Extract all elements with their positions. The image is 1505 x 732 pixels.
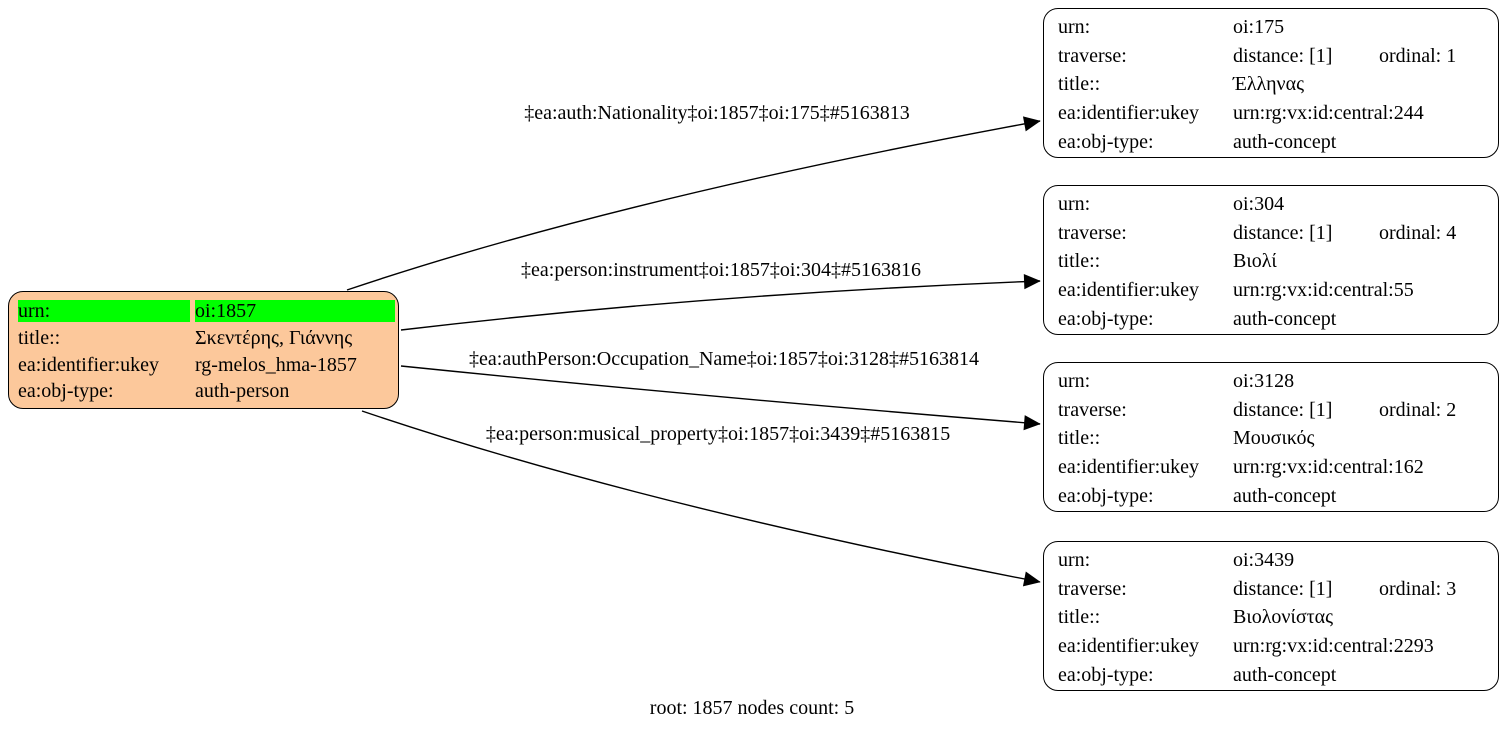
node-row: ea:identifier:ukey urn:rg:vx:id:central:… (1058, 99, 1492, 128)
node-row: title:: Σκεντέρης, Γιάννης (18, 325, 395, 352)
node-row: ea:identifier:ukey urn:rg:vx:id:central:… (1058, 453, 1492, 482)
field-label-urn: urn: (1058, 549, 1091, 572)
obj-type-value: auth-person (195, 380, 290, 403)
node-oi304[interactable]: urn: oi:304 traverse: distance: [1] ordi… (1043, 185, 1499, 335)
node-row: urn: oi:1857 (18, 298, 395, 325)
identifier-value: urn:rg:vx:id:central:2293 (1233, 635, 1434, 658)
distance-value: distance: [1] (1233, 398, 1333, 421)
edge-label-occupation: ‡ea:authPerson:Occupation_Name‡oi:1857‡o… (469, 348, 979, 370)
node-row: urn: oi:3439 (1058, 546, 1492, 575)
title-value: Μουσικός (1233, 427, 1315, 450)
node-row: traverse: distance: [1] ordinal: 2 (1058, 396, 1492, 425)
node-oi3128[interactable]: urn: oi:3128 traverse: distance: [1] ord… (1043, 362, 1499, 512)
node-row: urn: oi:304 (1058, 190, 1492, 219)
ordinal-value: ordinal: 4 (1379, 221, 1457, 244)
edge-musical-property (361, 410, 1041, 587)
root-node-oi1857[interactable]: urn: oi:1857 title:: Σκεντέρης, Γιάννης … (8, 291, 399, 409)
field-label-identifier: ea:identifier:ukey (18, 353, 160, 376)
node-row: ea:identifier:ukey urn:rg:vx:id:central:… (1058, 276, 1492, 305)
field-label-title: title:: (1058, 250, 1101, 273)
node-row: urn: oi:3128 (1058, 367, 1492, 396)
urn-value: oi:1857 (195, 300, 395, 323)
urn-value: oi:3439 (1233, 549, 1295, 572)
title-value: Σκεντέρης, Γιάννης (195, 327, 353, 350)
field-label-urn: urn: (1058, 193, 1091, 216)
node-row: ea:obj-type: auth-concept (1058, 660, 1492, 689)
node-row: traverse: distance: [1] ordinal: 3 (1058, 575, 1492, 604)
ordinal-value: ordinal: 2 (1379, 398, 1457, 421)
field-label-identifier: ea:identifier:ukey (1058, 635, 1200, 658)
obj-type-value: auth-concept (1233, 307, 1337, 330)
node-row: title:: Βιολί (1058, 247, 1492, 276)
identifier-value: urn:rg:vx:id:central:162 (1233, 456, 1424, 479)
field-label-obj-type: ea:obj-type: (1058, 484, 1154, 507)
node-row: ea:obj-type: auth-concept (1058, 127, 1492, 156)
field-label-identifier: ea:identifier:ukey (1058, 456, 1200, 479)
obj-type-value: auth-concept (1233, 130, 1337, 153)
urn-value: oi:175 (1233, 16, 1285, 39)
field-label-title: title:: (18, 327, 61, 350)
field-label-urn: urn: (18, 300, 190, 323)
field-label-traverse: traverse: (1058, 44, 1127, 67)
node-row: traverse: distance: [1] ordinal: 4 (1058, 219, 1492, 248)
edge-label-musical-property: ‡ea:person:musical_property‡oi:1857‡oi:3… (485, 423, 951, 445)
distance-value: distance: [1] (1233, 221, 1333, 244)
edge-label-nationality: ‡ea:auth:Nationality‡oi:1857‡oi:175‡#516… (524, 102, 910, 124)
ordinal-value: ordinal: 3 (1379, 577, 1457, 600)
distance-value: distance: [1] (1233, 577, 1333, 600)
field-label-obj-type: ea:obj-type: (1058, 307, 1154, 330)
field-label-obj-type: ea:obj-type: (1058, 663, 1154, 686)
field-label-title: title:: (1058, 427, 1101, 450)
distance-value: distance: [1] (1233, 44, 1333, 67)
node-oi3439[interactable]: urn: oi:3439 traverse: distance: [1] ord… (1043, 541, 1499, 691)
field-label-traverse: traverse: (1058, 398, 1127, 421)
field-label-traverse: traverse: (1058, 577, 1127, 600)
node-row: traverse: distance: [1] ordinal: 1 (1058, 42, 1492, 71)
node-row: title:: Βιολονίστας (1058, 603, 1492, 632)
obj-type-value: auth-concept (1233, 663, 1337, 686)
field-label-urn: urn: (1058, 370, 1091, 393)
field-label-obj-type: ea:obj-type: (1058, 130, 1154, 153)
field-label-identifier: ea:identifier:ukey (1058, 102, 1200, 125)
field-label-urn: urn: (1058, 16, 1091, 39)
edge-occupation (400, 365, 1041, 431)
ordinal-value: ordinal: 1 (1379, 44, 1457, 67)
obj-type-value: auth-concept (1233, 484, 1337, 507)
identifier-value: urn:rg:vx:id:central:55 (1233, 279, 1414, 302)
field-label-identifier: ea:identifier:ukey (1058, 279, 1200, 302)
graph-caption: root: 1857 nodes count: 5 (649, 697, 855, 719)
field-label-title: title:: (1058, 606, 1101, 629)
identifier-value: urn:rg:vx:id:central:244 (1233, 102, 1424, 125)
node-row: urn: oi:175 (1058, 13, 1492, 42)
field-label-obj-type: ea:obj-type: (18, 380, 114, 403)
node-row: ea:obj-type: auth-person (18, 378, 395, 405)
urn-value: oi:3128 (1233, 370, 1295, 393)
node-row: ea:identifier:ukey rg-melos_hma-1857 (18, 351, 395, 378)
node-oi175[interactable]: urn: oi:175 traverse: distance: [1] ordi… (1043, 8, 1499, 158)
node-row: title:: Μουσικός (1058, 424, 1492, 453)
edge-nationality (346, 116, 1041, 291)
node-row: title:: Έλληνας (1058, 70, 1492, 99)
node-row: ea:identifier:ukey urn:rg:vx:id:central:… (1058, 632, 1492, 661)
field-label-title: title:: (1058, 73, 1101, 96)
title-value: Έλληνας (1233, 73, 1304, 96)
edge-instrument (400, 274, 1041, 331)
field-label-traverse: traverse: (1058, 221, 1127, 244)
edge-label-instrument: ‡ea:person:instrument‡oi:1857‡oi:304‡#51… (521, 259, 921, 281)
title-value: Βιολονίστας (1233, 606, 1334, 629)
node-row: ea:obj-type: auth-concept (1058, 481, 1492, 510)
title-value: Βιολί (1233, 250, 1277, 273)
urn-value: oi:304 (1233, 193, 1285, 216)
identifier-value: rg-melos_hma-1857 (195, 353, 357, 376)
node-row: ea:obj-type: auth-concept (1058, 304, 1492, 333)
